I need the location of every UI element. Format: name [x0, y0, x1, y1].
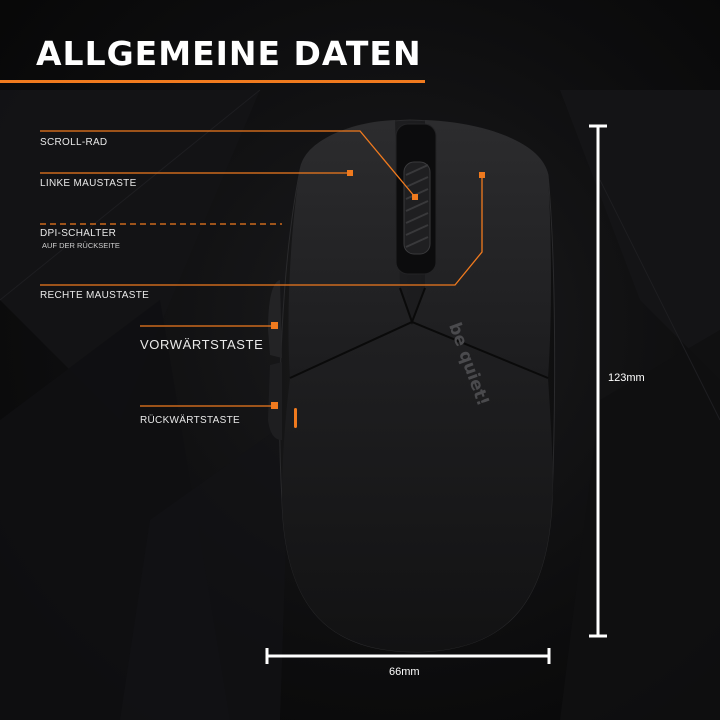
back-side-button [268, 362, 282, 440]
scroll-wheel-callout-line [40, 130, 416, 198]
dpi-switch-note: AUF DER RÜCKSEITE [42, 241, 120, 250]
width-dimension-label: 66mm [389, 666, 420, 678]
forward-button-marker [271, 322, 278, 329]
back-button-marker [271, 402, 278, 409]
length-dimension-line [589, 124, 607, 638]
right-button-marker [479, 172, 485, 178]
right-button-callout-line [40, 175, 483, 286]
left-button-marker [347, 170, 353, 176]
mouse-palm [282, 322, 553, 652]
page-title: ALLGEMEINE DATEN [36, 34, 422, 73]
title-underline [0, 80, 425, 83]
length-dimension-label: 123mm [608, 372, 645, 384]
status-led [294, 408, 297, 428]
left-mouse-button [288, 120, 412, 378]
scroll-wheel-marker [412, 194, 418, 200]
back-button-label: RÜCKWÄRTSTASTE [140, 415, 240, 426]
width-dimension-line [265, 648, 551, 664]
left-button-label: LINKE MAUSTASTE [40, 178, 137, 189]
dpi-switch-label: DPI-SCHALTER [40, 228, 117, 239]
forward-button-label: VORWÄRTSTASTE [140, 337, 264, 352]
scroll-wheel-label: SCROLL-RAD [40, 137, 108, 148]
right-button-label: RECHTE MAUSTASTE [40, 290, 150, 301]
forward-side-button [268, 280, 282, 358]
